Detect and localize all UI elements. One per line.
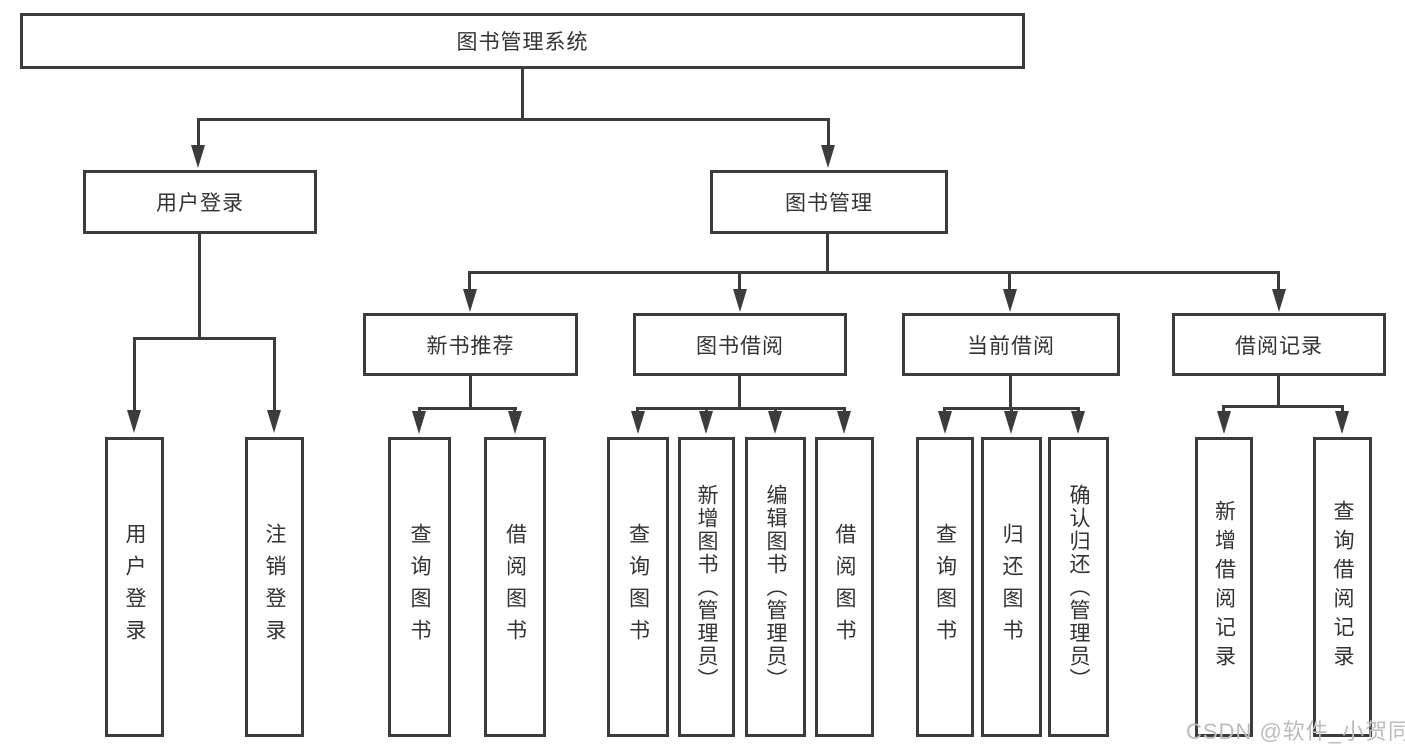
leaf-edit-books-admin: 编辑图书（管理员） bbox=[745, 437, 806, 737]
node-label: 图书管理系统 bbox=[456, 31, 589, 54]
arrowhead bbox=[768, 411, 782, 434]
node-book-borrow: 图书借阅 bbox=[633, 313, 847, 376]
connector-drop bbox=[1077, 407, 1080, 414]
connector-records-rail bbox=[1223, 405, 1344, 408]
connector-drop bbox=[1341, 405, 1344, 414]
arrowhead bbox=[1217, 411, 1231, 434]
leaf-confirm-return-admin: 确认归还（管理员） bbox=[1048, 437, 1109, 737]
leaf-add-books-admin: 新增图书（管理员） bbox=[678, 437, 735, 737]
arrowhead bbox=[631, 411, 645, 434]
arrowhead bbox=[1335, 411, 1349, 434]
connector-bookborrow-stem bbox=[738, 376, 741, 409]
connector-drop bbox=[636, 407, 639, 414]
arrowhead-current-borrow bbox=[1003, 289, 1017, 312]
leaf-logout: 注销登录 bbox=[245, 437, 304, 737]
connector-drop-leaf-login bbox=[133, 337, 136, 412]
connector-bookborrow-rail bbox=[637, 407, 845, 410]
arrowhead bbox=[412, 411, 426, 434]
leaf-newrec-borrow-books: 借阅图书 bbox=[484, 437, 546, 737]
connector-drop bbox=[418, 407, 421, 414]
leaf-query-borrow-record: 查询借阅记录 bbox=[1313, 437, 1372, 737]
connector-drop-new-rec bbox=[468, 271, 471, 291]
leaf-label: 查询借阅记录 bbox=[1331, 500, 1354, 674]
arrowhead bbox=[1071, 411, 1085, 434]
connector-bookmgmt-stem bbox=[826, 234, 829, 273]
csdn-watermark: CSDN @软件_小贺同学 bbox=[1186, 719, 1405, 744]
arrowhead-book-mgmt bbox=[821, 145, 835, 168]
leaf-newrec-query-books: 查询图书 bbox=[388, 437, 451, 737]
arrowhead-leaf-logout bbox=[267, 410, 281, 433]
arrowhead-leaf-login bbox=[127, 410, 141, 433]
node-user-login: 用户登录 bbox=[83, 170, 317, 234]
node-label: 用户登录 bbox=[156, 192, 244, 215]
connector-drop-book-borrow bbox=[738, 271, 741, 291]
leaf-label: 查询图书 bbox=[408, 523, 431, 651]
node-current-borrow: 当前借阅 bbox=[902, 313, 1120, 376]
node-library-management-system: 图书管理系统 bbox=[20, 13, 1025, 69]
leaf-label: 编辑图书（管理员） bbox=[764, 483, 787, 691]
arrowhead-book-borrow bbox=[733, 289, 747, 312]
connector-drop bbox=[513, 407, 516, 414]
connector-drop bbox=[705, 407, 708, 414]
connector-bookmgmt-rail bbox=[469, 271, 1280, 274]
connector-userlogin-stem bbox=[198, 234, 201, 338]
leaf-label: 借阅图书 bbox=[833, 523, 856, 651]
leaf-label: 借阅图书 bbox=[503, 523, 527, 651]
arrowhead bbox=[508, 411, 522, 434]
arrowhead-borrow-records bbox=[1272, 289, 1286, 312]
node-label: 图书管理 bbox=[785, 192, 873, 215]
connector-drop-leaf-logout bbox=[273, 337, 276, 412]
connector-drop-borrow-records bbox=[1277, 271, 1280, 291]
leaf-label: 用户登录 bbox=[123, 523, 146, 651]
connector-drop bbox=[1010, 407, 1013, 414]
leaf-borrow-query-books: 查询图书 bbox=[607, 437, 669, 737]
connector-drop-book-mgmt bbox=[827, 118, 830, 146]
connector-currentborrow-stem bbox=[1009, 376, 1012, 409]
node-label: 新书推荐 bbox=[426, 334, 515, 358]
node-book-management: 图书管理 bbox=[710, 170, 948, 234]
connector-newrec-rail bbox=[418, 407, 517, 410]
arrowhead bbox=[837, 411, 851, 434]
connector-newrec-stem bbox=[469, 376, 472, 409]
connector-root-stem bbox=[521, 68, 524, 118]
leaf-borrow-books: 借阅图书 bbox=[815, 437, 874, 737]
leaf-label: 确认归还（管理员） bbox=[1067, 483, 1090, 691]
node-label: 当前借阅 bbox=[967, 334, 1055, 358]
connector-userlogin-rail bbox=[133, 337, 276, 340]
leaf-return-books: 归还图书 bbox=[981, 437, 1042, 737]
arrowhead bbox=[938, 411, 952, 434]
leaf-label: 新增借阅记录 bbox=[1212, 500, 1236, 674]
connector-drop bbox=[843, 407, 846, 414]
connector-records-stem bbox=[1277, 376, 1280, 407]
connector-drop bbox=[1222, 405, 1225, 414]
leaf-current-query-books: 查询图书 bbox=[916, 437, 974, 737]
node-label: 借阅记录 bbox=[1235, 334, 1323, 358]
leaf-label: 归还图书 bbox=[1000, 523, 1023, 651]
leaf-user-login: 用户登录 bbox=[105, 437, 164, 737]
leaf-label: 新增图书（管理员） bbox=[695, 483, 718, 691]
leaf-label: 查询图书 bbox=[933, 523, 957, 651]
arrowhead bbox=[699, 411, 713, 434]
leaf-label: 查询图书 bbox=[626, 523, 650, 651]
leaf-label: 注销登录 bbox=[263, 523, 286, 651]
connector-drop bbox=[774, 407, 777, 414]
connector-drop bbox=[943, 407, 946, 414]
node-borrow-records: 借阅记录 bbox=[1172, 313, 1386, 376]
connector-drop-user-login bbox=[197, 118, 200, 146]
arrowhead-new-rec bbox=[463, 289, 477, 312]
node-new-book-recommend: 新书推荐 bbox=[363, 313, 578, 376]
arrowhead bbox=[1004, 411, 1018, 434]
leaf-add-borrow-record: 新增借阅记录 bbox=[1195, 437, 1253, 737]
connector-root-rail bbox=[197, 118, 829, 121]
arrowhead-user-login bbox=[191, 145, 205, 168]
node-label: 图书借阅 bbox=[696, 334, 784, 358]
connector-drop-current-borrow bbox=[1008, 271, 1011, 291]
